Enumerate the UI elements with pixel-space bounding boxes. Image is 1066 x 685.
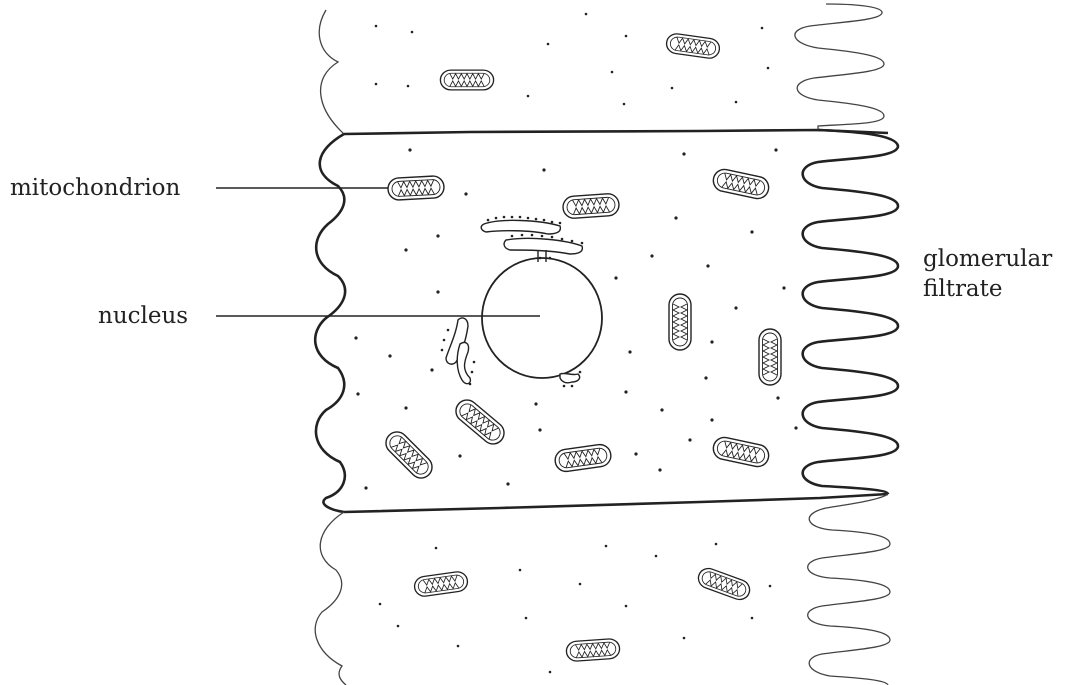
- cell-basal-membrane: [313, 132, 347, 514]
- mitochondrion-icon: [664, 31, 722, 61]
- nucleus-label: nucleus: [98, 303, 189, 329]
- neighbor-cell-upper-microvilli: [794, 3, 885, 130]
- cell-bottom-boundary: [343, 492, 889, 514]
- neighbor-cell-lower-microvilli: [807, 493, 891, 685]
- mitochondrion-icon: [439, 69, 495, 91]
- mitochondrion-icon: [668, 293, 692, 351]
- mitochondrion-icon: [450, 394, 510, 450]
- brush-border-microvilli: [801, 128, 900, 496]
- mitochondrion-icon: [386, 174, 446, 202]
- mitochondrion-icon: [412, 569, 470, 599]
- neighbor-cell-upper-left-membrane: [318, 9, 345, 135]
- rough-er: [445, 219, 584, 385]
- nucleus-shape: [481, 257, 603, 379]
- mitochondrion-icon: [694, 564, 754, 604]
- mitochondrion-icon: [380, 426, 438, 484]
- mitochondrion-label: mitochondrion: [10, 175, 181, 201]
- glomerular-filtrate-label: glomerular filtrate: [923, 244, 1052, 304]
- mitochondrion-icon: [553, 442, 613, 474]
- mitochondrion-icon: [710, 434, 772, 470]
- glomerular-filtrate-label-line1: glomerular: [923, 246, 1053, 272]
- glomerular-filtrate-label-line2: filtrate: [923, 276, 1003, 302]
- mitochondrion-icon: [565, 637, 621, 663]
- cell-top-boundary: [343, 128, 889, 136]
- mitochondrion-icon: [710, 166, 772, 202]
- ribosome-dots: [440, 215, 584, 388]
- mitochondrion-icon: [758, 328, 782, 386]
- mitochondrion-icon: [561, 192, 621, 220]
- neighbor-cell-lower-left-membrane: [314, 511, 347, 685]
- cytoplasm-granules: [354, 12, 798, 674]
